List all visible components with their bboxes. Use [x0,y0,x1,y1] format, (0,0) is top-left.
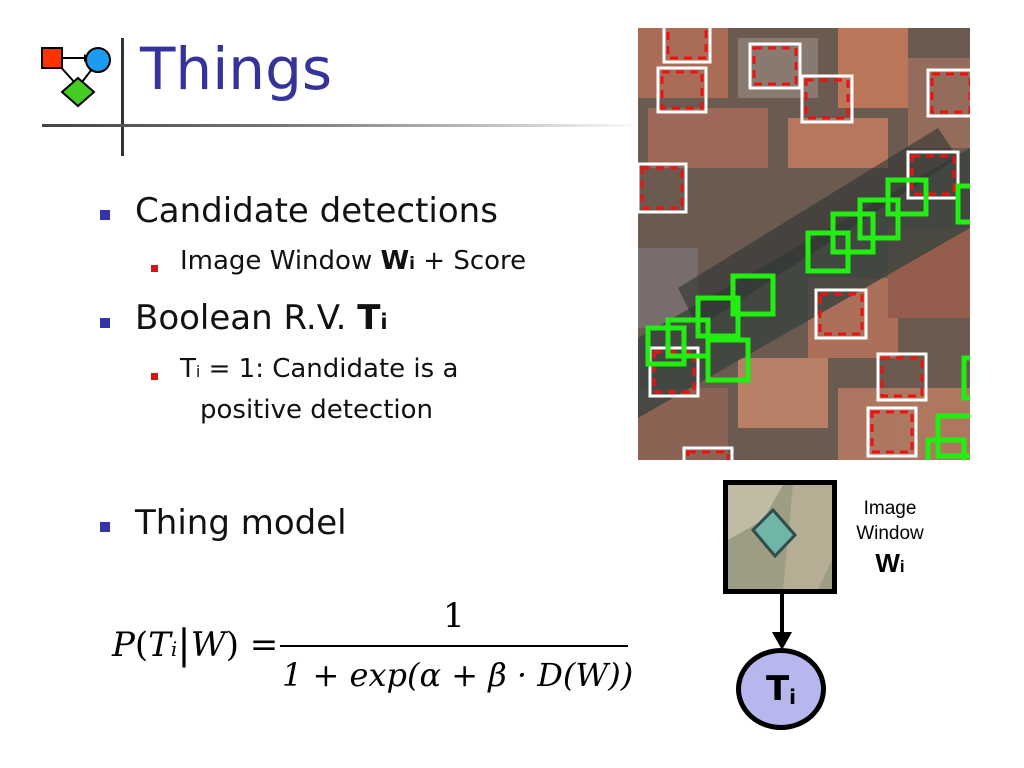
bullet-thing-model: Thing model [135,503,347,543]
t-subscript: i [380,310,388,334]
slide-title: Things [140,35,333,103]
equation-lhs: P(Ti|W) = [112,622,279,668]
t-symbol: T [357,298,381,338]
graph-edge-arrow [772,594,792,650]
image-window-label-subscript: i [899,557,905,576]
sub-bullet-image-window-text: Image Window [180,246,381,276]
t-symbol-small: T [180,354,196,384]
sub-bullet-candidate-line1: = 1: Candidate is a [200,354,459,384]
title-vertical-rule [121,38,124,156]
sub-bullet-score-text: + Score [415,246,527,276]
sub-bullet-marker [151,373,158,380]
image-window-label-w: W [875,548,900,578]
image-window-label: Image Window Wi [840,496,940,584]
image-window-thumbnail [723,480,837,594]
bullet-boolean-rv: Boolean R.V. Ti [135,298,388,338]
equation-denominator: 1 + exp(α + β · D(W)) [282,656,634,694]
eq-P: P [112,625,135,665]
image-window-label-line2: Window [856,523,924,544]
node-subscript: i [789,685,797,709]
eq-W: W [190,625,226,665]
bullet-boolean-rv-text: Boolean R.V. [135,298,358,338]
window-symbol: W [380,246,410,276]
eq-T: T [148,625,171,665]
equation-numerator: 1 [443,596,465,636]
flowchart-logo-icon [41,47,111,108]
bullet-marker [100,522,110,532]
node-label: T [765,669,790,709]
t-subscript-small: i [195,362,201,381]
fraction-bar [280,645,628,647]
bullet-candidate-detections: Candidate detections [135,191,498,231]
image-window-label-line1: Image [863,498,917,519]
sub-bullet-image-window: Image Window Wi + Score [180,246,526,276]
eq-i: i [170,637,178,661]
window-subscript: i [409,254,415,274]
title-horizontal-rule [42,124,642,127]
sub-bullet-candidate-positive: Ti = 1: Candidate is a [180,354,458,384]
sub-bullet-candidate-line2: positive detection [200,395,434,425]
bullet-marker [100,318,110,328]
sub-bullet-marker [151,265,158,272]
bullet-marker [100,210,110,220]
aerial-detection-image [638,28,970,460]
